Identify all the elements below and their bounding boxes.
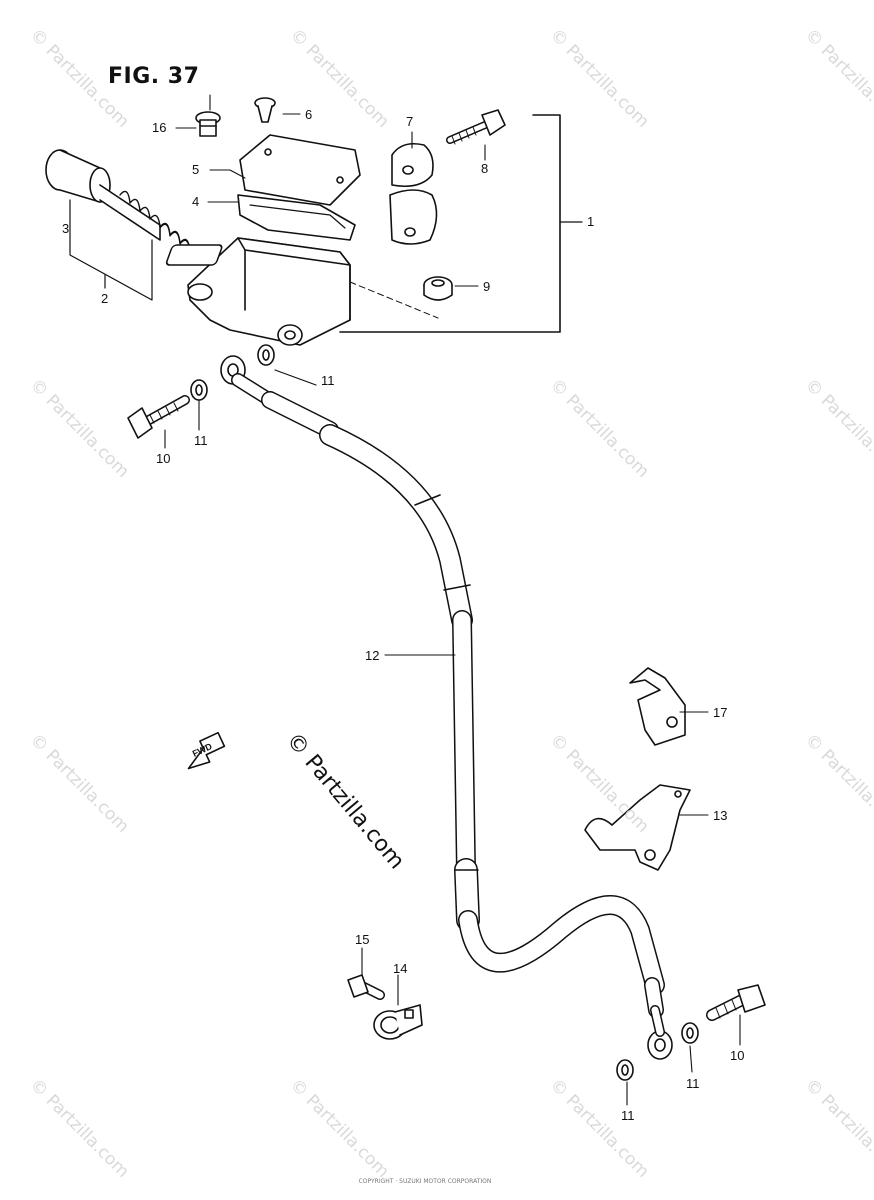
bleed-cap [195, 111, 221, 137]
hose-bracket-13 [584, 784, 691, 871]
piston-assembly [45, 149, 211, 269]
callout-12: 12 [365, 648, 380, 663]
callout-6: 6 [305, 107, 313, 122]
part-2-bracket [69, 199, 153, 301]
figure-title: FIG. 37 [108, 64, 200, 89]
callout-7: 7 [406, 114, 414, 129]
callout-11-d: 11 [621, 1108, 635, 1123]
part-1-bracket [339, 114, 561, 333]
footer-copyright: COPYRIGHT · SUZUKI MOTOR CORPORATION [358, 1178, 492, 1185]
clamp-bolt-15 [347, 974, 385, 1000]
clamp-holder [389, 142, 438, 245]
nut [423, 276, 453, 301]
union-bolt-bottom [706, 984, 766, 1021]
callout-16: 16 [152, 120, 167, 135]
callout-4: 4 [192, 194, 200, 209]
washer-1 [190, 379, 208, 401]
callout-10-bottom: 10 [730, 1048, 745, 1063]
cap-screw [254, 97, 276, 123]
callout-11-a: 11 [321, 373, 335, 388]
washer-4 [616, 1059, 634, 1081]
callout-17: 17 [713, 705, 728, 720]
callout-1: 1 [587, 214, 595, 229]
clamp-bolt [446, 109, 506, 145]
callout-14: 14 [393, 961, 408, 976]
callout-2: 2 [101, 291, 109, 306]
hose-guide-17 [629, 667, 686, 746]
union-bolt-top [127, 395, 190, 439]
callout-8: 8 [481, 161, 489, 176]
fwd-arrow-icon [187, 731, 226, 770]
diaphragm-plate [237, 194, 356, 241]
master-cylinder-body [165, 237, 351, 346]
hose-clamp-14 [373, 1004, 423, 1040]
washer-2 [257, 344, 275, 366]
callout-9: 9 [483, 279, 491, 294]
brake-hose [220, 355, 673, 1060]
callout-15: 15 [355, 932, 370, 947]
callout-13: 13 [713, 808, 728, 823]
callout-10-top: 10 [156, 451, 171, 466]
callout-3: 3 [62, 221, 70, 236]
callout-5: 5 [192, 162, 200, 177]
washer-3 [681, 1022, 699, 1044]
reservoir-cap [239, 134, 361, 206]
callout-11-b: 11 [194, 433, 208, 448]
callout-11-c: 11 [686, 1076, 700, 1091]
